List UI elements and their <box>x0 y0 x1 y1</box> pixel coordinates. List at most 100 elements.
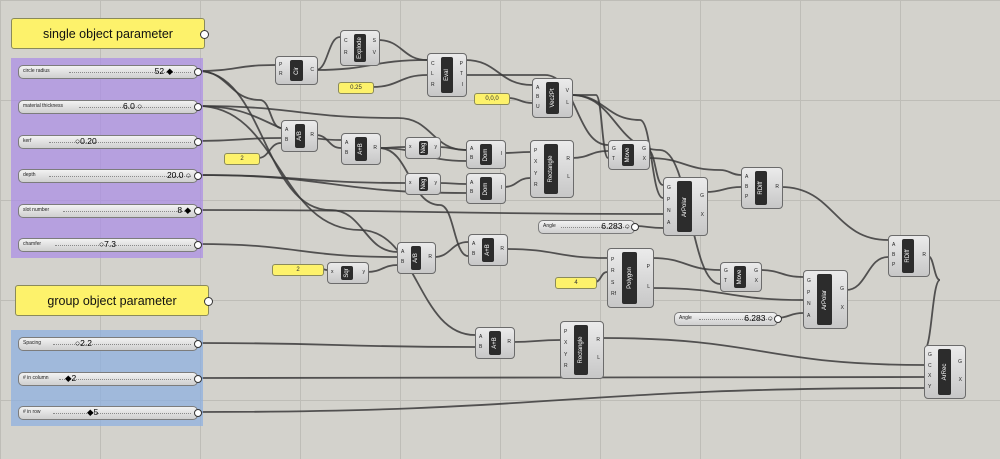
input-port-b[interactable]: B <box>470 189 474 196</box>
input-port-g[interactable]: G <box>724 268 728 275</box>
input-port-a[interactable]: A <box>479 334 483 340</box>
output-port-r[interactable]: R <box>373 145 377 151</box>
output-port-c[interactable]: C <box>310 66 314 73</box>
output-port-x[interactable]: X <box>754 277 758 284</box>
input-port-a[interactable]: A <box>285 127 289 133</box>
input-port-u[interactable]: U <box>536 103 540 110</box>
input-port-n[interactable]: N <box>667 208 671 215</box>
slider-output-grip[interactable] <box>631 223 639 231</box>
slider-output-grip[interactable] <box>194 207 202 215</box>
output-port-l[interactable]: L <box>597 355 600 362</box>
kerf-slider[interactable]: kerf ○0.20 <box>18 135 202 149</box>
input-port-b[interactable]: B <box>345 150 349 156</box>
input-port-t[interactable]: T <box>724 277 728 284</box>
value-panel-2-b[interactable]: 2 <box>272 264 324 276</box>
input-port-y[interactable]: Y <box>564 351 568 358</box>
slider-output-grip[interactable] <box>194 68 202 76</box>
output-port-l[interactable]: L <box>567 174 570 181</box>
input-port-p[interactable]: P <box>892 262 896 268</box>
angle-slider-1[interactable]: Angle 6.283 ○ <box>538 220 639 234</box>
input-port-x[interactable]: x <box>331 269 334 275</box>
value-panel-origin[interactable]: 0,0,0 <box>474 93 510 105</box>
material-thickness-slider[interactable]: material thickness 6.0 ○ <box>18 100 202 114</box>
input-port-a[interactable]: A <box>745 174 749 180</box>
output-port-r[interactable]: R <box>922 252 926 258</box>
output-port-l[interactable]: L <box>647 283 650 290</box>
input-port-s[interactable]: S <box>611 279 615 286</box>
slider-output-grip[interactable] <box>194 138 202 146</box>
in-column-slider[interactable]: # in column ◆2 <box>18 372 202 386</box>
input-port-p[interactable]: P <box>279 62 283 68</box>
output-port-r[interactable]: R <box>775 184 779 190</box>
input-port-c[interactable]: C <box>431 60 435 67</box>
circle-radius-slider[interactable]: circle radius 52 ◆ <box>18 65 202 79</box>
input-port-p[interactable]: P <box>667 196 671 203</box>
input-port-c[interactable]: C <box>344 38 348 45</box>
panel-output-grip[interactable] <box>204 296 213 306</box>
input-port-c[interactable]: C <box>928 362 932 369</box>
output-port-y[interactable]: y <box>434 144 438 150</box>
output-port-x[interactable]: X <box>840 305 844 311</box>
input-port-a[interactable]: A <box>807 312 811 319</box>
input-port-a[interactable]: A <box>536 84 540 91</box>
input-port-r[interactable]: R <box>534 181 538 188</box>
output-port-g[interactable]: G <box>700 193 704 199</box>
slider-output-grip[interactable] <box>194 375 202 383</box>
output-port-i[interactable]: I <box>500 184 502 191</box>
slot-number-slider[interactable]: slot number 8 ◆ <box>18 204 202 218</box>
single-object-parameter-panel[interactable]: single object parameter <box>11 18 209 49</box>
input-port-a[interactable]: A <box>401 249 405 255</box>
output-port-g[interactable]: G <box>958 359 962 366</box>
output-port-i[interactable]: I <box>461 81 463 88</box>
chamfer-slider[interactable]: chamfer ○7.3 <box>18 238 202 252</box>
output-port-r[interactable]: R <box>596 336 600 343</box>
input-port-a[interactable]: A <box>472 241 476 247</box>
input-port-x[interactable]: x <box>409 180 412 186</box>
output-port-g[interactable]: G <box>840 286 844 292</box>
input-port-b[interactable]: B <box>285 137 289 143</box>
output-port-i[interactable]: I <box>500 150 502 157</box>
input-port-b[interactable]: B <box>892 252 896 258</box>
input-port-b[interactable]: B <box>745 184 749 190</box>
input-port-a[interactable]: A <box>892 242 896 248</box>
input-port-r[interactable]: R <box>344 49 348 56</box>
output-port-p[interactable]: P <box>646 264 650 271</box>
output-port-r[interactable]: R <box>566 155 570 162</box>
input-port-b[interactable]: B <box>479 344 483 350</box>
in-row-slider[interactable]: # in row ◆5 <box>18 406 202 420</box>
output-port-g[interactable]: G <box>754 268 758 275</box>
output-port-x[interactable]: X <box>700 212 704 218</box>
group-object-parameter-panel[interactable]: group object parameter <box>15 285 213 316</box>
output-port-t[interactable]: T <box>459 71 463 77</box>
single-parameter-group[interactable] <box>11 58 203 258</box>
input-port-a[interactable]: A <box>345 140 349 146</box>
output-port-l[interactable]: L <box>566 100 569 107</box>
slider-output-grip[interactable] <box>194 241 202 249</box>
slider-output-grip[interactable] <box>194 172 202 180</box>
input-port-x[interactable]: X <box>564 340 568 347</box>
slider-output-grip[interactable] <box>194 409 202 417</box>
output-port-s[interactable]: S <box>372 38 376 45</box>
input-port-p[interactable]: P <box>807 289 811 296</box>
input-port-b[interactable]: B <box>470 155 474 161</box>
input-port-n[interactable]: N <box>807 301 811 308</box>
input-port-a[interactable]: A <box>667 219 671 226</box>
slider-output-grip[interactable] <box>194 340 202 348</box>
output-port-y[interactable]: y <box>362 269 366 275</box>
output-port-x[interactable]: X <box>958 376 962 383</box>
input-port-y[interactable]: Y <box>534 170 538 177</box>
